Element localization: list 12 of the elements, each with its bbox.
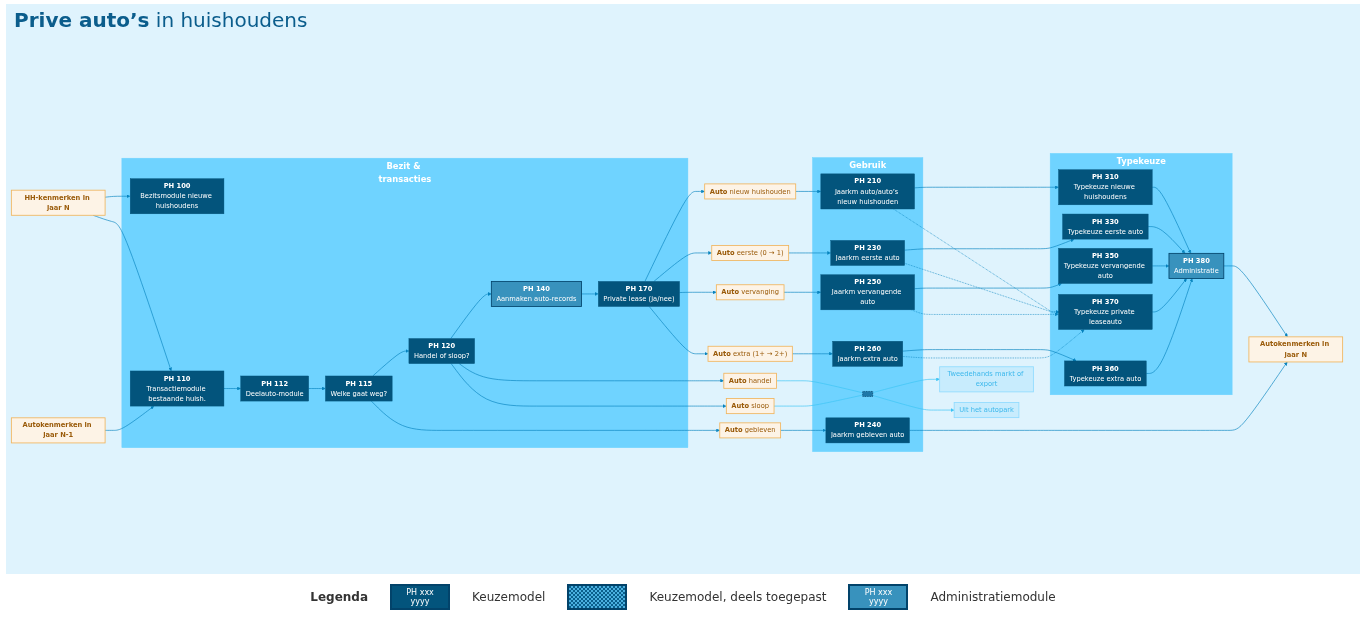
connector — [776, 380, 863, 394]
legend-text: Administratiemodule — [930, 590, 1056, 604]
swatch-title: PH xxx — [406, 588, 434, 597]
legend-text: Keuzemodel, deels toegepast — [649, 590, 827, 604]
connector — [773, 394, 863, 407]
node-box — [862, 391, 874, 397]
swatch-subtitle: yyyy — [869, 597, 888, 606]
legend-text: Keuzemodel — [472, 590, 546, 604]
swatch-title: PH xxx — [864, 588, 893, 597]
legend-heading: Legenda — [310, 590, 369, 604]
title: Prive auto’s in huishoudens — [14, 8, 308, 32]
swatch-subtitle: yyyy — [410, 597, 430, 606]
